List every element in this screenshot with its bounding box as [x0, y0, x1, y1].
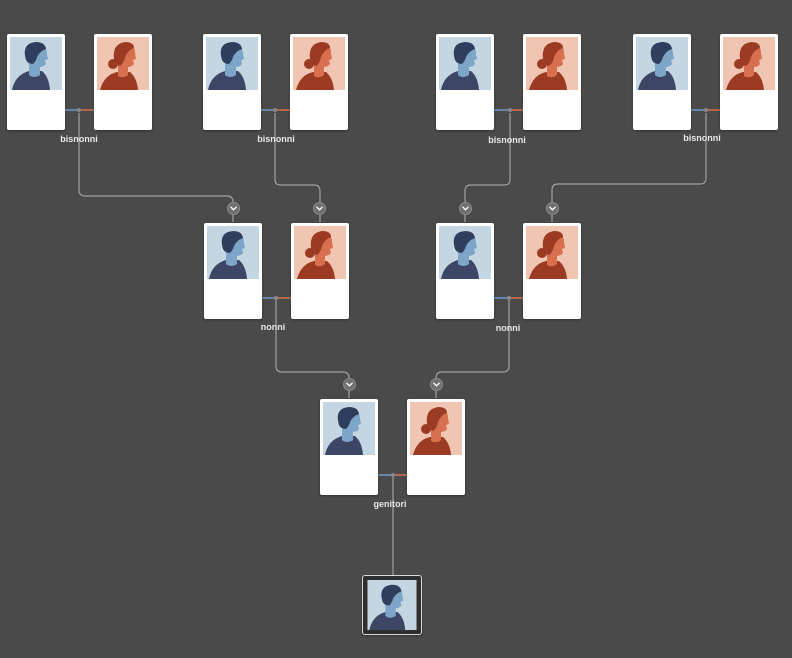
- chevron-down-icon: [462, 206, 469, 211]
- couple-label-bisnonni: bisnonni: [60, 134, 98, 144]
- male-avatar-icon: [10, 37, 62, 90]
- couple-junction-dot: [274, 296, 278, 300]
- couple-label-bisnonni: bisnonni: [683, 133, 721, 143]
- couple-junction-dot: [704, 108, 708, 112]
- couple-junction-dot: [507, 296, 511, 300]
- line-bisnonni-1-to-nonni-1: [78, 113, 234, 208]
- line-bisnonni-4-to-nonni-2: [551, 113, 707, 208]
- male-avatar-icon: [636, 37, 688, 90]
- person-card-male[interactable]: [203, 34, 261, 130]
- person-card-male[interactable]: [436, 223, 494, 319]
- expand-ancestors-button[interactable]: [343, 378, 356, 391]
- person-card-female[interactable]: [290, 34, 348, 130]
- person-card-female[interactable]: [523, 223, 581, 319]
- line-nonni-2-to-genitori: [435, 300, 510, 384]
- line-bisnonni-3-to-nonni-2: [464, 113, 511, 208]
- couple-label-nonni: nonni: [495, 323, 521, 333]
- female-avatar-icon: [97, 37, 149, 90]
- line-nonni-1-to-genitori: [275, 300, 350, 384]
- couple-junction-dot: [391, 473, 395, 477]
- person-card-male[interactable]: [7, 34, 65, 130]
- person-card-female[interactable]: [291, 223, 349, 319]
- couple-links: [65, 109, 720, 476]
- person-card-male[interactable]: [633, 34, 691, 130]
- couple-junction-dot: [273, 108, 277, 112]
- male-avatar-icon: [439, 226, 491, 279]
- couple-label-nonni: nonni: [260, 322, 286, 332]
- female-avatar-icon: [526, 226, 578, 279]
- expand-ancestors-button[interactable]: [227, 202, 240, 215]
- expand-ancestors-button[interactable]: [459, 202, 472, 215]
- couple-junction-dot: [77, 108, 81, 112]
- male-avatar-icon: [323, 402, 375, 455]
- chevron-down-icon: [433, 382, 440, 387]
- person-card-female[interactable]: [407, 399, 465, 495]
- person-card-male[interactable]: [436, 34, 494, 130]
- female-avatar-icon: [294, 226, 346, 279]
- expand-ancestors-button[interactable]: [313, 202, 326, 215]
- line-bisnonni-2-to-nonni-1: [274, 113, 321, 208]
- male-avatar-icon: [367, 580, 417, 630]
- expand-ancestors-button[interactable]: [430, 378, 443, 391]
- person-card-female[interactable]: [523, 34, 581, 130]
- person-card-male[interactable]: [204, 223, 262, 319]
- female-avatar-icon: [410, 402, 462, 455]
- couple-label-bisnonni: bisnonni: [488, 135, 526, 145]
- expand-ancestors-button[interactable]: [546, 202, 559, 215]
- male-avatar-icon: [439, 37, 491, 90]
- person-card-female[interactable]: [720, 34, 778, 130]
- person-card-female[interactable]: [94, 34, 152, 130]
- female-avatar-icon: [723, 37, 775, 90]
- male-avatar-icon: [207, 226, 259, 279]
- root-person-card[interactable]: [362, 575, 422, 635]
- female-avatar-icon: [526, 37, 578, 90]
- person-card-male[interactable]: [320, 399, 378, 495]
- couple-label-genitori: genitori: [373, 499, 407, 509]
- chevron-down-icon: [346, 382, 353, 387]
- female-avatar-icon: [293, 37, 345, 90]
- male-avatar-icon: [206, 37, 258, 90]
- chevron-down-icon: [230, 206, 237, 211]
- couple-junction-dot: [508, 108, 512, 112]
- chevron-down-icon: [549, 206, 556, 211]
- couple-label-bisnonni: bisnonni: [257, 134, 295, 144]
- chevron-down-icon: [316, 206, 323, 211]
